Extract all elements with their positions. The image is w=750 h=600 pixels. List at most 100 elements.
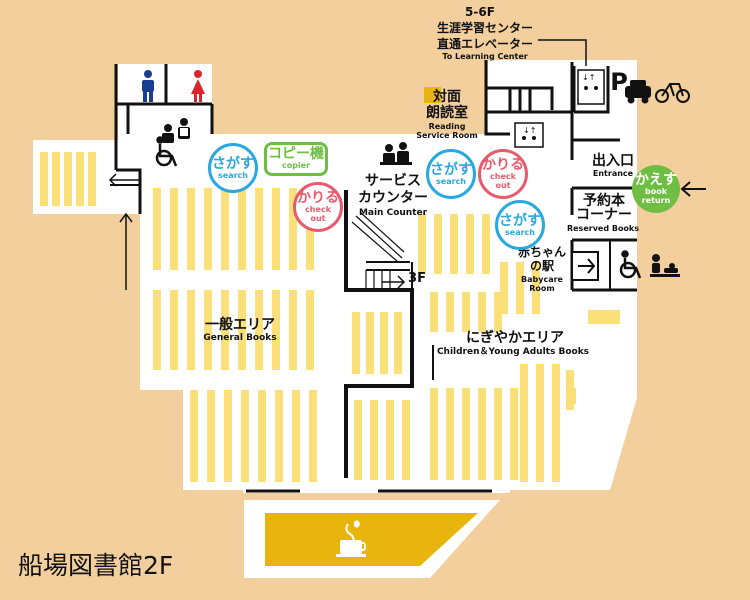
bookshelf bbox=[354, 400, 362, 480]
bookshelf bbox=[536, 364, 544, 482]
counter-jp2: カウンター bbox=[358, 190, 428, 206]
bookshelf bbox=[309, 390, 317, 482]
children-area-jp: にぎやかエリア bbox=[466, 330, 564, 346]
bookshelf bbox=[292, 390, 300, 482]
bookshelf bbox=[462, 292, 470, 332]
reading-room-en1: Reading bbox=[428, 122, 466, 131]
bookshelf bbox=[370, 400, 378, 480]
bookshelf bbox=[289, 188, 297, 270]
bookshelf bbox=[221, 188, 229, 270]
wheelchair-icon bbox=[619, 250, 642, 279]
bookshelf bbox=[494, 292, 502, 332]
bookshelf bbox=[204, 188, 212, 270]
bookshelf bbox=[88, 152, 96, 206]
bookshelf bbox=[207, 390, 215, 482]
bookshelf bbox=[568, 388, 576, 404]
reserved-jp1: 予約本 bbox=[583, 193, 625, 209]
entrance-jp: 出入口 bbox=[592, 153, 634, 169]
bookshelf bbox=[532, 262, 540, 314]
return-en1: book bbox=[644, 187, 668, 196]
bookshelf bbox=[386, 400, 394, 480]
search-jp: さがす bbox=[430, 161, 472, 178]
family-restroom-icon bbox=[162, 118, 190, 143]
bookshelf bbox=[418, 214, 426, 274]
bookshelf bbox=[187, 290, 195, 370]
bookshelf bbox=[430, 388, 438, 480]
entrance-en: Entrance bbox=[592, 169, 634, 178]
reading-room-en2: Service Room bbox=[416, 131, 478, 140]
checkout-jp: かりる bbox=[297, 190, 339, 206]
elevator-icon: ↓↑ bbox=[577, 69, 605, 105]
search-en: search bbox=[218, 170, 248, 180]
cafe-cup-icon bbox=[336, 520, 366, 557]
checkout-marker[interactable]: かりる check out bbox=[478, 149, 528, 199]
search-marker[interactable]: さがす search bbox=[495, 200, 545, 250]
checkout-jp: かりる bbox=[482, 157, 524, 173]
baby-changing-icon bbox=[650, 254, 680, 277]
bookshelf bbox=[190, 390, 198, 482]
women-restroom-icon bbox=[191, 70, 205, 102]
bookshelf bbox=[430, 292, 438, 332]
reserved-en: Reserved Books bbox=[566, 224, 640, 233]
svg-text:↓↑: ↓↑ bbox=[523, 126, 536, 135]
bookshelf bbox=[466, 214, 474, 274]
elevator-floors: 5-6F bbox=[465, 5, 495, 19]
bookshelf bbox=[478, 292, 486, 332]
bookshelf bbox=[272, 188, 280, 270]
elevator-en: To Learning Center bbox=[442, 52, 528, 61]
bookshelf bbox=[450, 214, 458, 274]
bookshelf bbox=[289, 290, 297, 370]
return-jp: かえす bbox=[635, 172, 677, 188]
elevator-line1: 生涯学習センター bbox=[436, 21, 533, 35]
cafe-floor bbox=[265, 513, 478, 566]
bookshelf bbox=[272, 290, 280, 370]
counter-en: Main Counter bbox=[358, 208, 428, 218]
elevator-line2: 直通エレベーター bbox=[436, 37, 533, 51]
bookshelf bbox=[394, 312, 402, 374]
bookshelf bbox=[52, 152, 60, 206]
bookshelf bbox=[241, 390, 249, 482]
bookshelf bbox=[255, 188, 263, 270]
bicycle-icon bbox=[655, 83, 690, 103]
elevator-icon: ↓↑ bbox=[514, 122, 544, 148]
copier-marker[interactable]: コピー機 copier bbox=[264, 142, 328, 176]
bookshelf bbox=[402, 400, 410, 480]
floor-title: 船場図書館2F bbox=[18, 551, 174, 580]
general-area-en: General Books bbox=[203, 333, 277, 343]
copier-jp: コピー機 bbox=[268, 146, 324, 162]
bookshelf bbox=[478, 388, 486, 480]
bookshelf bbox=[255, 290, 263, 370]
babycare-jp1: 赤ちゃん bbox=[517, 245, 566, 259]
staff-icon bbox=[380, 142, 412, 165]
bookshelf bbox=[238, 188, 246, 270]
bookshelf bbox=[588, 310, 620, 324]
return-marker[interactable]: かえす book return bbox=[632, 165, 680, 213]
accessible-restroom-icon bbox=[155, 136, 178, 167]
bookshelf bbox=[170, 188, 178, 270]
bookshelf bbox=[520, 364, 528, 482]
search-jp: さがす bbox=[499, 212, 541, 229]
children-area-en: Children＆Young Adults Books bbox=[436, 347, 590, 357]
bookshelf bbox=[275, 390, 283, 482]
search-marker[interactable]: さがす search bbox=[426, 149, 476, 199]
babycare-en1: Babycare bbox=[521, 275, 563, 284]
bookshelf bbox=[446, 388, 454, 480]
bookshelf bbox=[500, 262, 508, 314]
reading-room-jp2: 朗読室 bbox=[426, 105, 468, 121]
bookshelf bbox=[64, 152, 72, 206]
bookshelf bbox=[204, 290, 212, 370]
search-marker[interactable]: さがす search bbox=[208, 143, 258, 193]
bookshelf bbox=[482, 214, 490, 274]
search-en: search bbox=[436, 176, 466, 186]
bookshelf bbox=[187, 188, 195, 270]
parking-label: P bbox=[610, 68, 628, 96]
bookshelf bbox=[516, 262, 524, 314]
checkout-marker[interactable]: かりる check out bbox=[293, 182, 343, 232]
general-area-jp: 一般エリア bbox=[205, 317, 275, 333]
checkout-en2: out bbox=[310, 214, 326, 223]
bookshelf bbox=[258, 390, 266, 482]
return-en2: return bbox=[641, 196, 671, 205]
checkout-en1: check bbox=[490, 172, 516, 181]
men-restroom-icon bbox=[142, 70, 154, 102]
search-jp: さがす bbox=[212, 155, 254, 172]
